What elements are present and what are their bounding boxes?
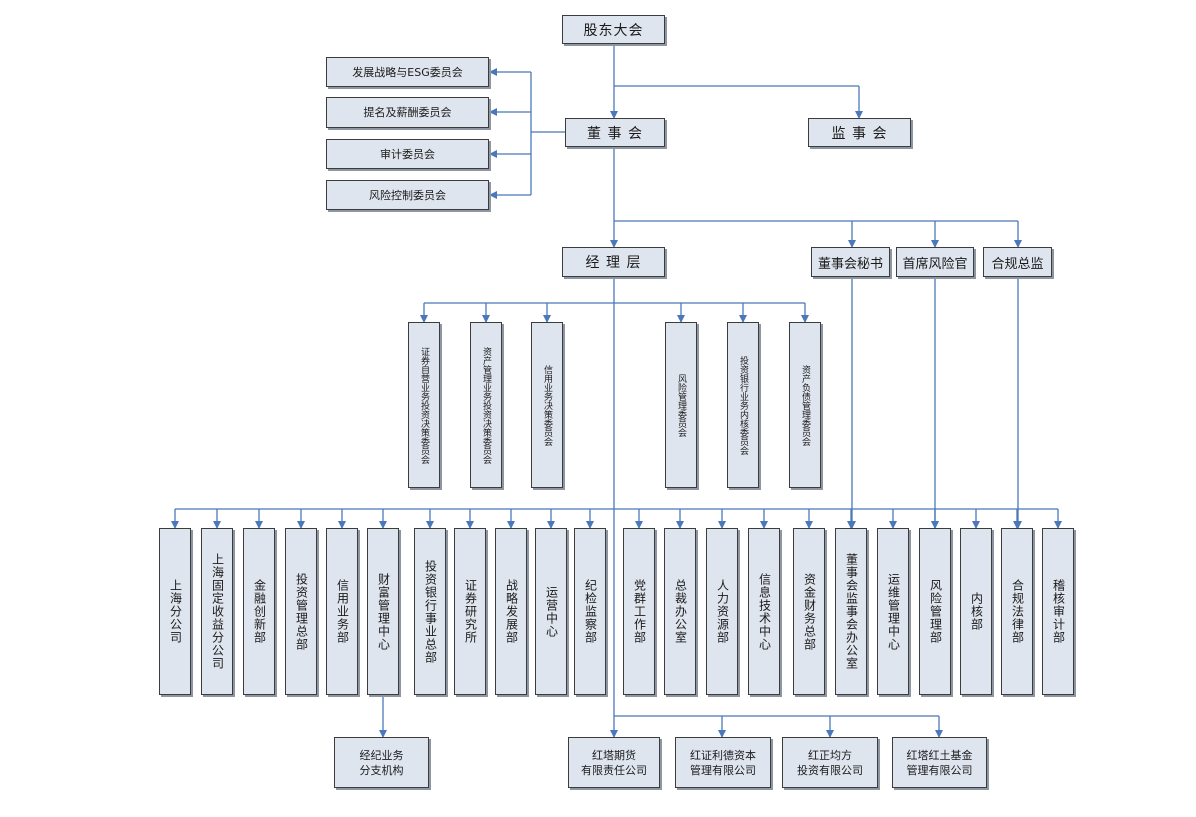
- department: 信用业务部: [326, 528, 358, 695]
- board-committee: 审计委员会: [326, 139, 489, 169]
- department: 稽核审计部: [1042, 528, 1074, 695]
- department: 投资银行事业总部: [414, 528, 446, 695]
- department: 总裁办公室: [664, 528, 696, 695]
- management-committee: 证券自营业务投资决策委员会: [408, 322, 440, 488]
- subsidiary: 红塔红土基金 管理有限公司: [892, 737, 987, 788]
- department: 纪检监察部: [574, 528, 606, 695]
- department: 信息技术中心: [748, 528, 780, 695]
- board-committee: 风险控制委员会: [326, 180, 489, 210]
- department: 运营中心: [535, 528, 567, 695]
- department: 内核部: [960, 528, 992, 695]
- management-committee: 投资银行业务内核委员会: [727, 322, 759, 488]
- department: 证券研究所: [454, 528, 486, 695]
- department: 风险管理部: [919, 528, 951, 695]
- department: 合规法律部: [1001, 528, 1033, 695]
- node-chief-risk-officer: 首席风险官: [896, 247, 974, 277]
- node-branches: 经纪业务 分支机构: [334, 737, 429, 788]
- subsidiary: 红正均方 投资有限公司: [782, 737, 878, 788]
- management-committee: 风险管理委员会: [665, 322, 697, 488]
- subsidiary: 红证利德资本 管理有限公司: [675, 737, 771, 788]
- node-management: 经 理 层: [562, 247, 665, 277]
- management-committee: 资产负债管理委员会: [789, 322, 821, 488]
- node-compliance-director: 合规总监: [983, 247, 1052, 277]
- node-shareholders: 股东大会: [562, 15, 665, 44]
- management-committee: 信用业务决策委员会: [531, 322, 563, 488]
- department: 投资管理总部: [285, 528, 317, 695]
- department: 人力资源部: [706, 528, 738, 695]
- department: 上海分公司: [159, 528, 191, 695]
- node-board: 董 事 会: [565, 118, 665, 147]
- department: 上海固定收益分公司: [201, 528, 233, 695]
- department: 运维管理中心: [877, 528, 909, 695]
- board-committee: 提名及薪酬委员会: [326, 97, 489, 128]
- board-committee: 发展战略与ESG委员会: [326, 57, 489, 87]
- node-supervisors: 监 事 会: [808, 118, 911, 147]
- department: 资金财务总部: [793, 528, 825, 695]
- department: 金融创新部: [243, 528, 275, 695]
- node-board-secretary: 董事会秘书: [811, 247, 890, 277]
- department: 党群工作部: [623, 528, 655, 695]
- department: 战略发展部: [495, 528, 527, 695]
- department: 董事会监事会办公室: [835, 528, 867, 695]
- department: 财富管理中心: [367, 528, 399, 695]
- management-committee: 资产管理业务投资决策委员会: [470, 322, 502, 488]
- subsidiary: 红塔期货 有限责任公司: [568, 737, 660, 788]
